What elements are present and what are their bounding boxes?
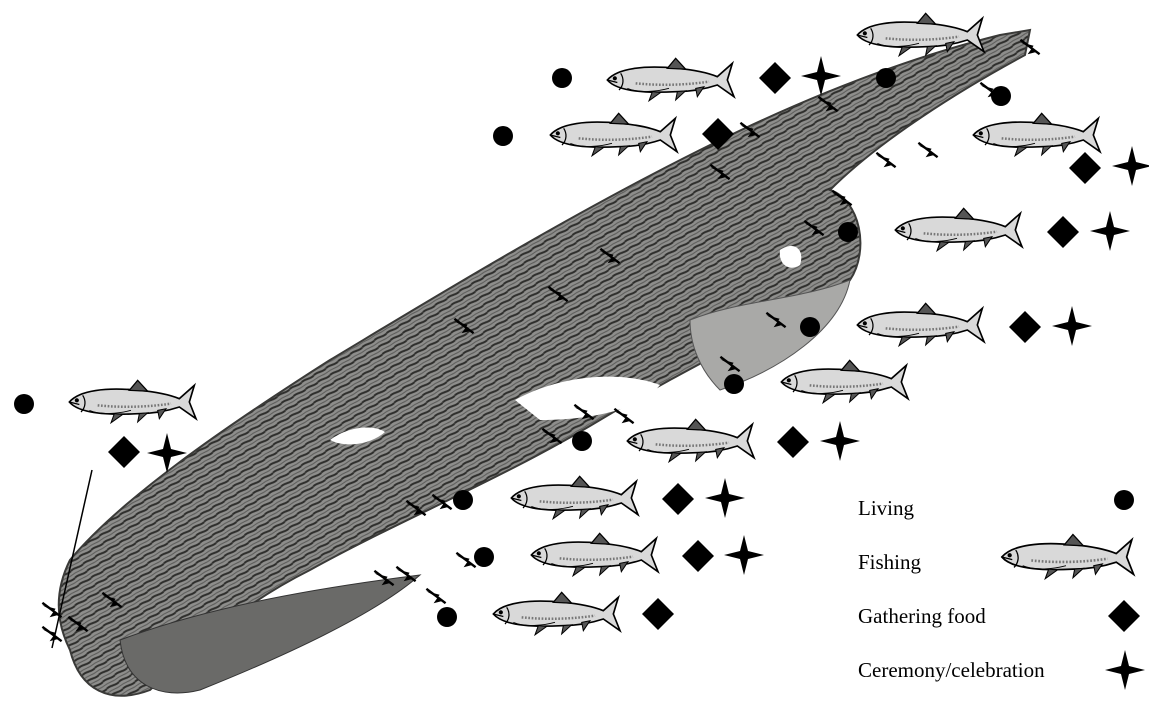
circle-icon bbox=[724, 374, 744, 394]
star-icon bbox=[1105, 650, 1145, 690]
legend-label-living: Living bbox=[858, 496, 914, 521]
fish-icon bbox=[857, 303, 984, 346]
diamond-icon bbox=[682, 540, 714, 572]
circle-icon bbox=[453, 490, 473, 510]
circle-icon bbox=[838, 222, 858, 242]
star-icon bbox=[1052, 306, 1092, 346]
circle-icon bbox=[474, 547, 494, 567]
fish-icon bbox=[550, 113, 677, 155]
fish-icon bbox=[607, 58, 734, 100]
legend-label-fishing: Fishing bbox=[858, 550, 921, 575]
star-icon bbox=[1112, 146, 1149, 186]
circle-icon bbox=[991, 86, 1011, 106]
circle-icon bbox=[437, 607, 457, 627]
legend-label-gathering-food: Gathering food bbox=[858, 604, 986, 629]
diamond-icon bbox=[1108, 600, 1140, 632]
fish-icon bbox=[531, 533, 658, 576]
circle-icon bbox=[800, 317, 820, 337]
diamond-icon bbox=[759, 62, 791, 94]
fish-icon bbox=[511, 476, 638, 518]
diamond-icon bbox=[1069, 152, 1101, 184]
star-icon bbox=[724, 535, 764, 575]
fish-icon bbox=[493, 592, 620, 635]
circle-icon bbox=[572, 431, 592, 451]
fish-icon bbox=[895, 208, 1022, 251]
fish-icon bbox=[627, 419, 754, 462]
circle-icon bbox=[14, 394, 34, 414]
diamond-icon bbox=[108, 436, 140, 468]
terrain-landmass bbox=[59, 30, 1030, 696]
star-icon bbox=[705, 478, 745, 518]
fish-icon bbox=[69, 380, 196, 423]
diamond-icon bbox=[662, 483, 694, 515]
star-icon bbox=[820, 421, 860, 461]
circle-icon bbox=[1114, 490, 1134, 510]
circle-icon bbox=[876, 68, 896, 88]
diamond-icon bbox=[777, 426, 809, 458]
circle-icon bbox=[493, 126, 513, 146]
diamond-icon bbox=[642, 598, 674, 630]
fish-icon bbox=[973, 113, 1100, 155]
diamond-icon bbox=[1047, 216, 1079, 248]
circle-icon bbox=[552, 68, 572, 88]
star-icon bbox=[1090, 211, 1130, 251]
fish-icon bbox=[781, 360, 908, 403]
diamond-icon bbox=[1009, 311, 1041, 343]
fish-icon bbox=[1002, 534, 1134, 578]
legend-label-ceremony: Ceremony/celebration bbox=[858, 658, 1045, 683]
